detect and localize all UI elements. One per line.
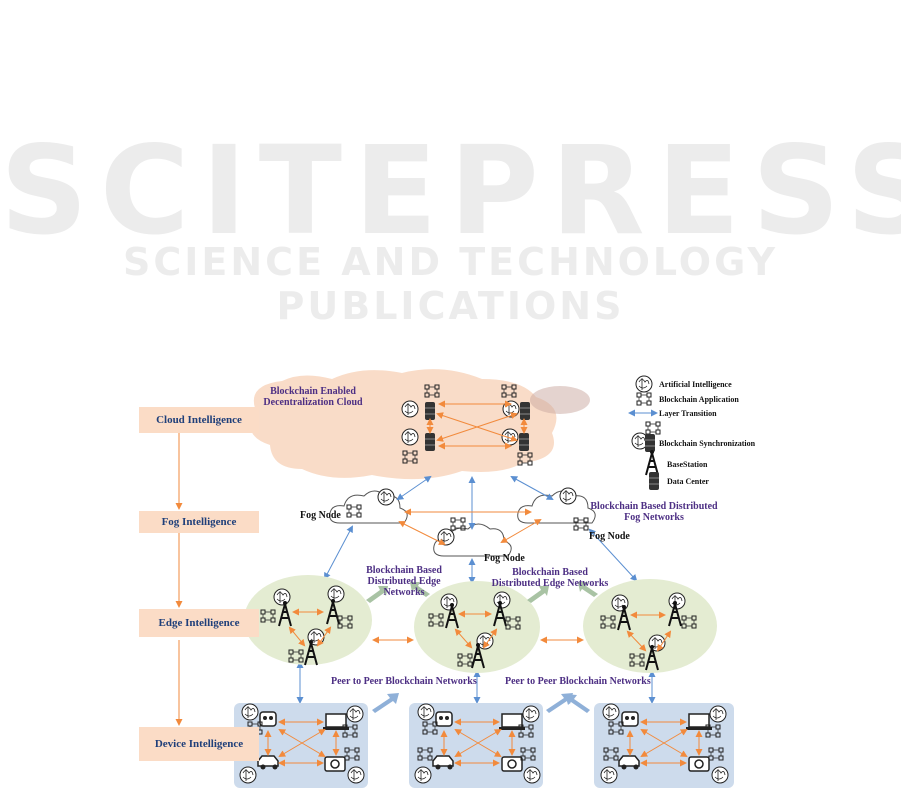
datacenter-icon: [519, 401, 531, 421]
cloud-shape: [250, 369, 557, 480]
edge-networks-label-2: Blockchain Based Distributed Edge Networ…: [491, 567, 609, 589]
layer-transition-arrows: [296, 475, 656, 704]
ai-icon: [401, 400, 419, 418]
cloud-label: Blockchain Enabled Decentralization Clou…: [263, 386, 363, 408]
device-3-icons: [600, 703, 729, 784]
ai-icon: [501, 428, 519, 446]
layer-fog-intelligence: Fog Intelligence: [139, 511, 259, 533]
ai-icon: [377, 488, 395, 506]
device-2-icons: [414, 703, 541, 784]
legend-transition: Layer Transition: [659, 409, 717, 418]
legend-sync: Blockchain Synchronization: [659, 439, 756, 448]
ai-icon: [502, 400, 520, 418]
datacenter-icon: [424, 432, 436, 452]
cloud-shade: [530, 386, 590, 414]
device-1-icons: [239, 703, 365, 784]
fog-networks-label: Blockchain Based Distributed Fog Network…: [590, 501, 718, 523]
legend-ai-icon: [635, 375, 653, 393]
edge-3-icons: [600, 592, 697, 671]
legend-basestation: BaseStation: [667, 460, 708, 469]
fog-node-label-left: Fog Node: [300, 510, 341, 521]
p2p-label-1: Peer to Peer Blockchain Networks: [331, 676, 477, 687]
layer-cloud-intelligence: Cloud Intelligence: [139, 407, 259, 433]
legend-sync-app-icon: [645, 421, 661, 435]
watermark-subtitle: SCIENCE AND TECHNOLOGY PUBLICATIONS: [123, 240, 778, 328]
watermark-title: SCITEPRESS: [0, 120, 901, 262]
layer-edge-intelligence: Edge Intelligence: [139, 609, 259, 637]
datacenter-icon: [424, 401, 436, 421]
device-peer-arrows: [372, 693, 590, 713]
edge-2-icons: [428, 591, 521, 669]
ai-icon: [559, 487, 577, 505]
green-arrows: [366, 582, 598, 603]
legend-app-icon: [636, 392, 652, 406]
datacenter-icon: [518, 432, 530, 452]
legend-app: Blockchain Application: [659, 395, 739, 404]
layer-device-intelligence: Device Intelligence: [139, 727, 259, 761]
cloud-arrows: [426, 400, 528, 450]
p2p-label-2: Peer to Peer Blockchain Networks: [505, 676, 651, 687]
fog-node-label-right: Fog Node: [589, 531, 630, 542]
legend-ai: Artificial Intelligence: [659, 380, 732, 389]
legend-icons: [628, 375, 661, 491]
fog-cloud-left: [329, 490, 408, 524]
legend-basestation-icon: [645, 449, 659, 476]
fog-node-label-middle: Fog Node: [484, 553, 525, 564]
edge-1-icons: [260, 585, 353, 666]
legend-sync-dc-icon: [644, 433, 656, 453]
edge-networks-label-1: Blockchain Based Distributed Edge Networ…: [366, 565, 442, 598]
legend-datacenter-icon: [648, 471, 660, 491]
ai-icon: [401, 428, 419, 446]
legend-datacenter: Data Center: [667, 477, 709, 486]
fog-arrows: [398, 508, 542, 545]
